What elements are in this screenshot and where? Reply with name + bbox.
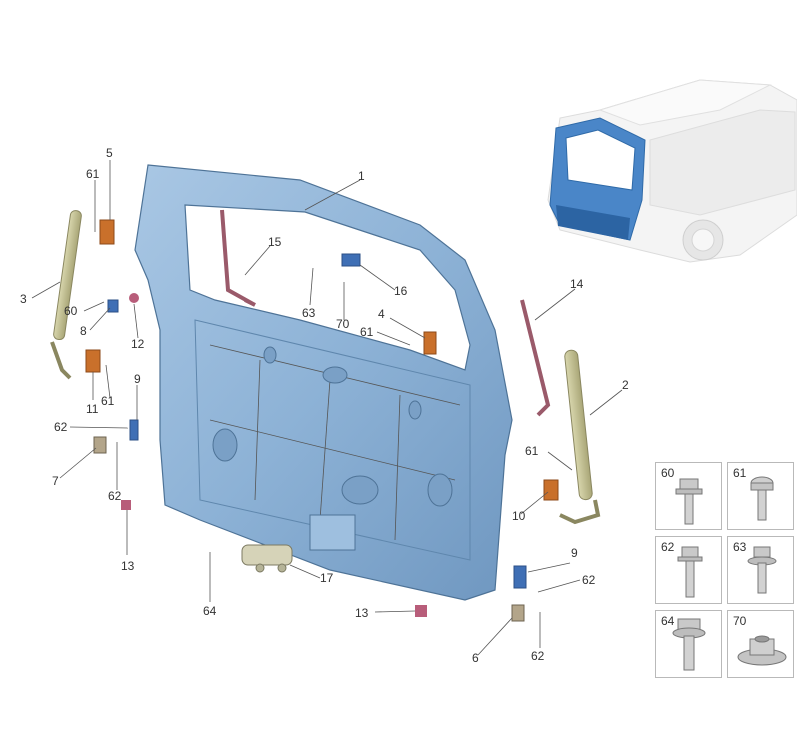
- hex-flange-bolt-icon: [675, 478, 703, 525]
- callout-1: 1: [358, 169, 365, 183]
- bumper-13-left: [121, 500, 131, 510]
- callout-4: 4: [378, 307, 385, 321]
- callout-12: 12: [131, 337, 145, 351]
- legend-label-64: 64: [661, 614, 675, 628]
- clip-8: [107, 299, 119, 313]
- callout-7: 7: [52, 474, 59, 488]
- clip-9-right: [513, 565, 527, 589]
- legend-label-61: 61: [733, 466, 747, 480]
- leader-lines: [31, 160, 623, 656]
- callout-61-d: 61: [525, 444, 539, 458]
- tailgate-door: [134, 164, 513, 601]
- legend-cell-64: 64: [655, 610, 722, 678]
- callout-64: 64: [203, 604, 217, 618]
- gas-strut-right: [559, 349, 601, 525]
- legend-label-63: 63: [733, 540, 747, 554]
- legend-cell-61: 61: [727, 462, 794, 530]
- hinge-lower-left: [85, 349, 101, 373]
- hex-washer-bolt-icon: [747, 546, 777, 594]
- callout-62-b: 62: [108, 489, 122, 503]
- callout-13-right: 13: [355, 606, 369, 620]
- callout-15: 15: [268, 235, 282, 249]
- legend-label-62: 62: [661, 540, 675, 554]
- callout-16: 16: [394, 284, 408, 298]
- hinge-right-10: [543, 479, 559, 501]
- callout-3: 3: [20, 292, 27, 306]
- callout-63: 63: [302, 306, 316, 320]
- callout-5: 5: [106, 146, 113, 160]
- legend-label-70: 70: [733, 614, 747, 628]
- callout-6: 6: [472, 651, 479, 665]
- torx-bolt-icon: [750, 476, 774, 521]
- window-seal-right: [520, 299, 551, 417]
- callout-8: 8: [80, 324, 87, 338]
- callout-62-c: 62: [582, 573, 596, 587]
- striker-7: [93, 436, 107, 454]
- fastener-legend: 60 61 62 63 64: [655, 462, 795, 678]
- callout-13-left: 13: [121, 559, 135, 573]
- latch-16: [341, 253, 361, 267]
- gas-strut-left: [50, 210, 82, 380]
- callout-9-left: 9: [134, 372, 141, 386]
- van-thumbnail: [547, 79, 797, 263]
- callout-11: 11: [86, 402, 99, 416]
- callout-61-b: 61: [360, 325, 374, 339]
- striker-6: [511, 604, 525, 622]
- callout-62-d: 62: [531, 649, 545, 663]
- window-seal-left: [220, 209, 256, 307]
- hex-bolt-icon: [677, 546, 703, 598]
- hinge-upper-left: [99, 219, 115, 245]
- clip-9-left: [129, 419, 139, 441]
- legend-cell-70: 70: [727, 610, 794, 678]
- callout-61-a: 61: [86, 167, 100, 181]
- legend-cell-63: 63: [727, 536, 794, 604]
- callout-14: 14: [570, 277, 584, 291]
- legend-label-60: 60: [661, 466, 675, 480]
- callout-60: 60: [64, 304, 78, 318]
- callout-2: 2: [622, 378, 629, 392]
- legend-cell-62: 62: [655, 536, 722, 604]
- callout-9-right: 9: [571, 546, 578, 560]
- callout-61-c: 61: [101, 394, 115, 408]
- large-hex-flange-bolt-icon: [672, 618, 706, 671]
- flange-nut-icon: [737, 635, 787, 666]
- lock-actuator-17: [241, 544, 293, 573]
- callout-17: 17: [320, 571, 334, 585]
- hinge-right-4: [423, 331, 437, 355]
- legend-cell-60: 60: [655, 462, 722, 530]
- bumper-12: [129, 293, 139, 303]
- callout-62-a: 62: [54, 420, 68, 434]
- callout-10: 10: [512, 509, 526, 523]
- callout-labels: 1 2 3 4 5 6 7 8 9 9 10 11 12 13 13 14 15…: [20, 146, 629, 665]
- callout-70: 70: [336, 317, 350, 331]
- bumper-13-right: [415, 605, 427, 617]
